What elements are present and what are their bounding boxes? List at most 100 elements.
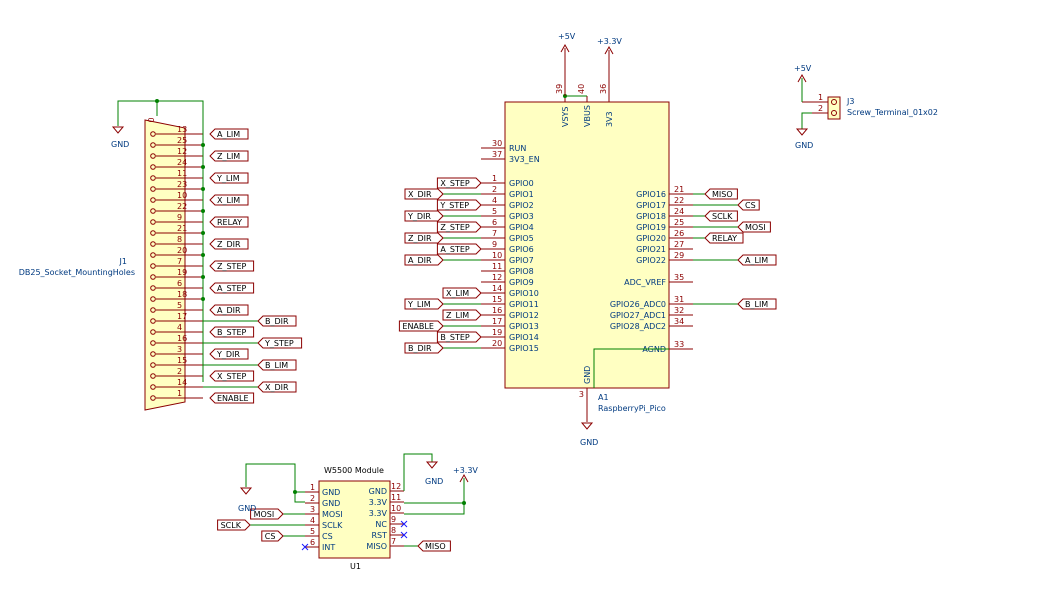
j1-pin-number: 2 (177, 367, 182, 376)
j1-net-label-text: RELAY (217, 218, 242, 227)
a1-pin-name: GPIO8 (509, 267, 534, 276)
u1-pin-name: MOSI (322, 510, 343, 519)
a1-pin-number: 30 (492, 139, 502, 148)
j3-screw-terminal[interactable]: 1 2 J3 Screw_Terminal_01x02 (802, 93, 938, 120)
a1-gnd-label: GND (580, 438, 598, 447)
a1-net-label-text: X_STEP (440, 179, 470, 188)
u1-pin-number: 12 (391, 482, 401, 491)
u1-net-label: CS (261, 530, 284, 542)
j1-pin-number: 25 (177, 136, 187, 145)
a1-5v-label: +5V (558, 32, 576, 41)
j1-pin-number: 10 (177, 191, 187, 200)
a1-pin-name: GPIO9 (509, 278, 534, 287)
a1-pin-number: 25 (674, 218, 684, 227)
a1-net-label-text: Y_DIR (407, 212, 431, 221)
a1-pin-number: 22 (674, 196, 684, 205)
a1-pin-number: 34 (674, 317, 684, 326)
a1-reference: A1 (598, 393, 609, 402)
j1-pin-number: 4 (177, 323, 182, 332)
j3-value: Screw_Terminal_01x02 (847, 108, 938, 117)
a1-net-label: X_STEP (436, 177, 482, 189)
u1-net-label-shape (261, 530, 284, 542)
j1-contact (150, 340, 156, 346)
j1-net-label: X_LIM (209, 194, 249, 206)
a1-net-label-text: B_LIM (745, 300, 768, 309)
j1-net-label-text: Y_LIM (216, 174, 240, 183)
j1-contact (150, 274, 156, 280)
a1-pin-name: ADC_VREF (624, 278, 666, 287)
j1-net-label-shape (209, 238, 249, 250)
a1-pin-number: 5 (492, 207, 497, 216)
j1-contact (150, 373, 156, 379)
u1-pin-name: NC (375, 520, 387, 529)
j1-contact (150, 384, 156, 390)
j1-net-label: Y_DIR (209, 348, 249, 360)
a1-net-label-text: X_DIR (408, 190, 432, 199)
a1-top-pin-name: VBUS (583, 105, 592, 127)
j1-pin-number: 17 (177, 312, 187, 321)
j3-gnd-label: GND (795, 141, 813, 150)
j1-pin-number: 8 (177, 235, 182, 244)
a1-net-label-shape (704, 232, 744, 244)
j1-pin-list: 13A_LIM2512Z_LIM2411Y_LIM2310X_LIM229REL… (150, 125, 303, 404)
a1-net-label-shape (704, 188, 738, 200)
j1-contact (150, 197, 156, 203)
j1-net-label-shape (209, 370, 255, 382)
j1-pin-number: 23 (177, 180, 187, 189)
a1-net-label-text: RELAY (712, 234, 737, 243)
j1-contact (150, 395, 156, 401)
a1-net-label-text: A_LIM (745, 256, 768, 265)
a1-net-label-text: B_DIR (408, 344, 432, 353)
j1-gnd-label: GND (111, 140, 129, 149)
u1-pin-name: SCLK (322, 521, 343, 530)
a1-pin-number: 15 (492, 295, 502, 304)
j1-net-label-text: X_LIM (217, 196, 240, 205)
a1-pin-name: GPIO21 (636, 245, 666, 254)
j1-net-label-text: B_DIR (265, 317, 289, 326)
a1-net-label-text: Y_STEP (439, 201, 469, 210)
a1-net-label-text: ENABLE (402, 322, 434, 331)
u1-net-label-text: MISO (425, 542, 446, 551)
u1-pin-name: INT (322, 543, 335, 552)
j1-net-label-shape (257, 315, 297, 327)
j1-contact (150, 285, 156, 291)
j1-contact (150, 329, 156, 335)
a1-net-label-shape (436, 331, 482, 343)
a1-net-label-text: Z_DIR (408, 234, 432, 243)
a1-net-label: MISO (704, 188, 738, 200)
a1-pin-number: 37 (492, 150, 502, 159)
u1-net-label-shape (417, 540, 451, 552)
a1-net-label: RELAY (704, 232, 744, 244)
a1-net-label: Y_STEP (436, 199, 482, 211)
j1-net-label-shape (209, 216, 249, 228)
j1-pin-number: 24 (177, 158, 187, 167)
a1-pico-module[interactable]: 30RUN373V3_EN1GPIO0X_STEP2GPIO1X_DIR4GPI… (398, 84, 777, 422)
a1-net-label-shape (436, 199, 482, 211)
j1-contact (150, 208, 156, 214)
a1-net-label: Z_DIR (404, 232, 444, 244)
j1-pin-number: 22 (177, 202, 187, 211)
a1-net-label-text: SCLK (712, 212, 733, 221)
j1-reference: J1 (119, 257, 127, 266)
a1-net-label-text: Z_STEP (440, 223, 470, 232)
j1-db25-connector[interactable]: 13A_LIM2512Z_LIM2411Y_LIM2310X_LIM229REL… (19, 117, 303, 411)
j1-net-label-text: Y_DIR (216, 350, 240, 359)
j1-net-label-shape (209, 326, 255, 338)
j1-pin-number: 21 (177, 224, 187, 233)
j1-net-label-shape (209, 194, 249, 206)
a1-net-label-shape (436, 221, 482, 233)
u1-pin-number: 2 (310, 494, 315, 503)
j1-contact (150, 164, 156, 170)
a1-pin-number: 20 (492, 339, 502, 348)
j1-net-label-shape (209, 282, 255, 294)
j1-contact (150, 230, 156, 236)
j1-net-label-shape (209, 128, 249, 140)
a1-pin-number: 26 (674, 229, 684, 238)
a1-pin-number: 31 (674, 295, 684, 304)
a1-left-pins: 30RUN373V3_EN1GPIO0X_STEP2GPIO1X_DIR4GPI… (398, 139, 540, 354)
a1-net-label-shape (404, 188, 444, 200)
u1-pin-number: 3 (310, 505, 315, 514)
